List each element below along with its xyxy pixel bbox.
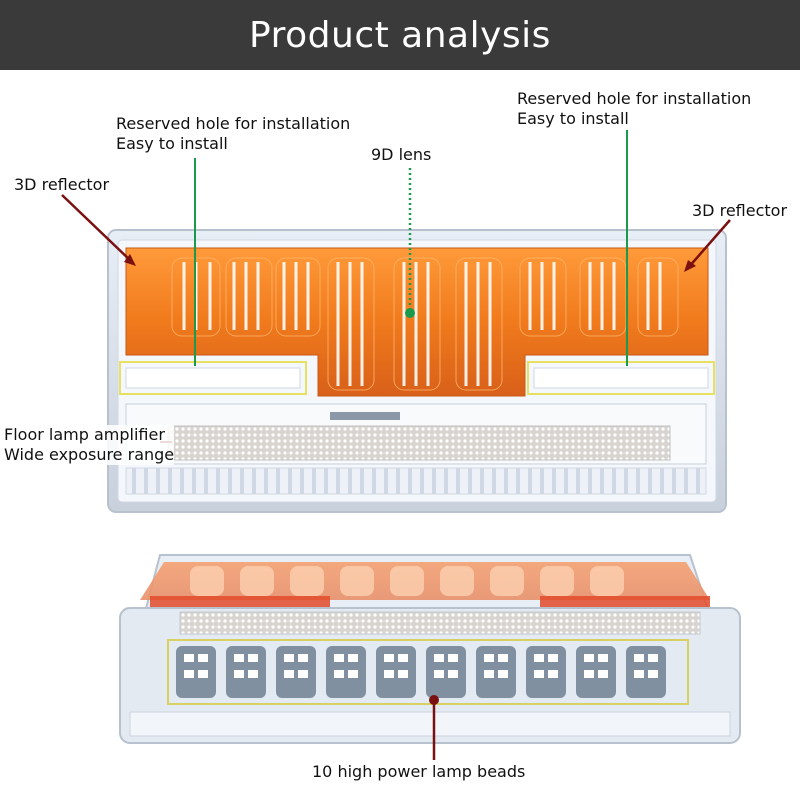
upper-lamp bbox=[107, 229, 727, 513]
leader-reflector-left bbox=[61, 194, 133, 263]
label-beads: 10 high power lamp beads bbox=[312, 762, 526, 781]
label-reserved-right: Reserved hole for installation Easy to i… bbox=[517, 89, 752, 128]
label-reserved-left: Reserved hole for installation Easy to i… bbox=[116, 114, 351, 153]
lens-columns bbox=[182, 262, 662, 386]
header-bar: Product analysis bbox=[0, 0, 800, 70]
leader-reflector-right bbox=[687, 219, 731, 269]
label-lens: 9D lens bbox=[371, 145, 432, 164]
label-reflector-right: 3D reflector bbox=[692, 201, 788, 220]
label-floor-lamp: Floor lamp amplifier Wide exposure range bbox=[4, 425, 175, 465]
lower-lamp bbox=[119, 554, 741, 744]
page-title: Product analysis bbox=[249, 14, 551, 56]
label-reflector-left: 3D reflector bbox=[14, 175, 110, 194]
lamp-beads bbox=[176, 646, 666, 698]
leader-lines bbox=[61, 130, 731, 760]
